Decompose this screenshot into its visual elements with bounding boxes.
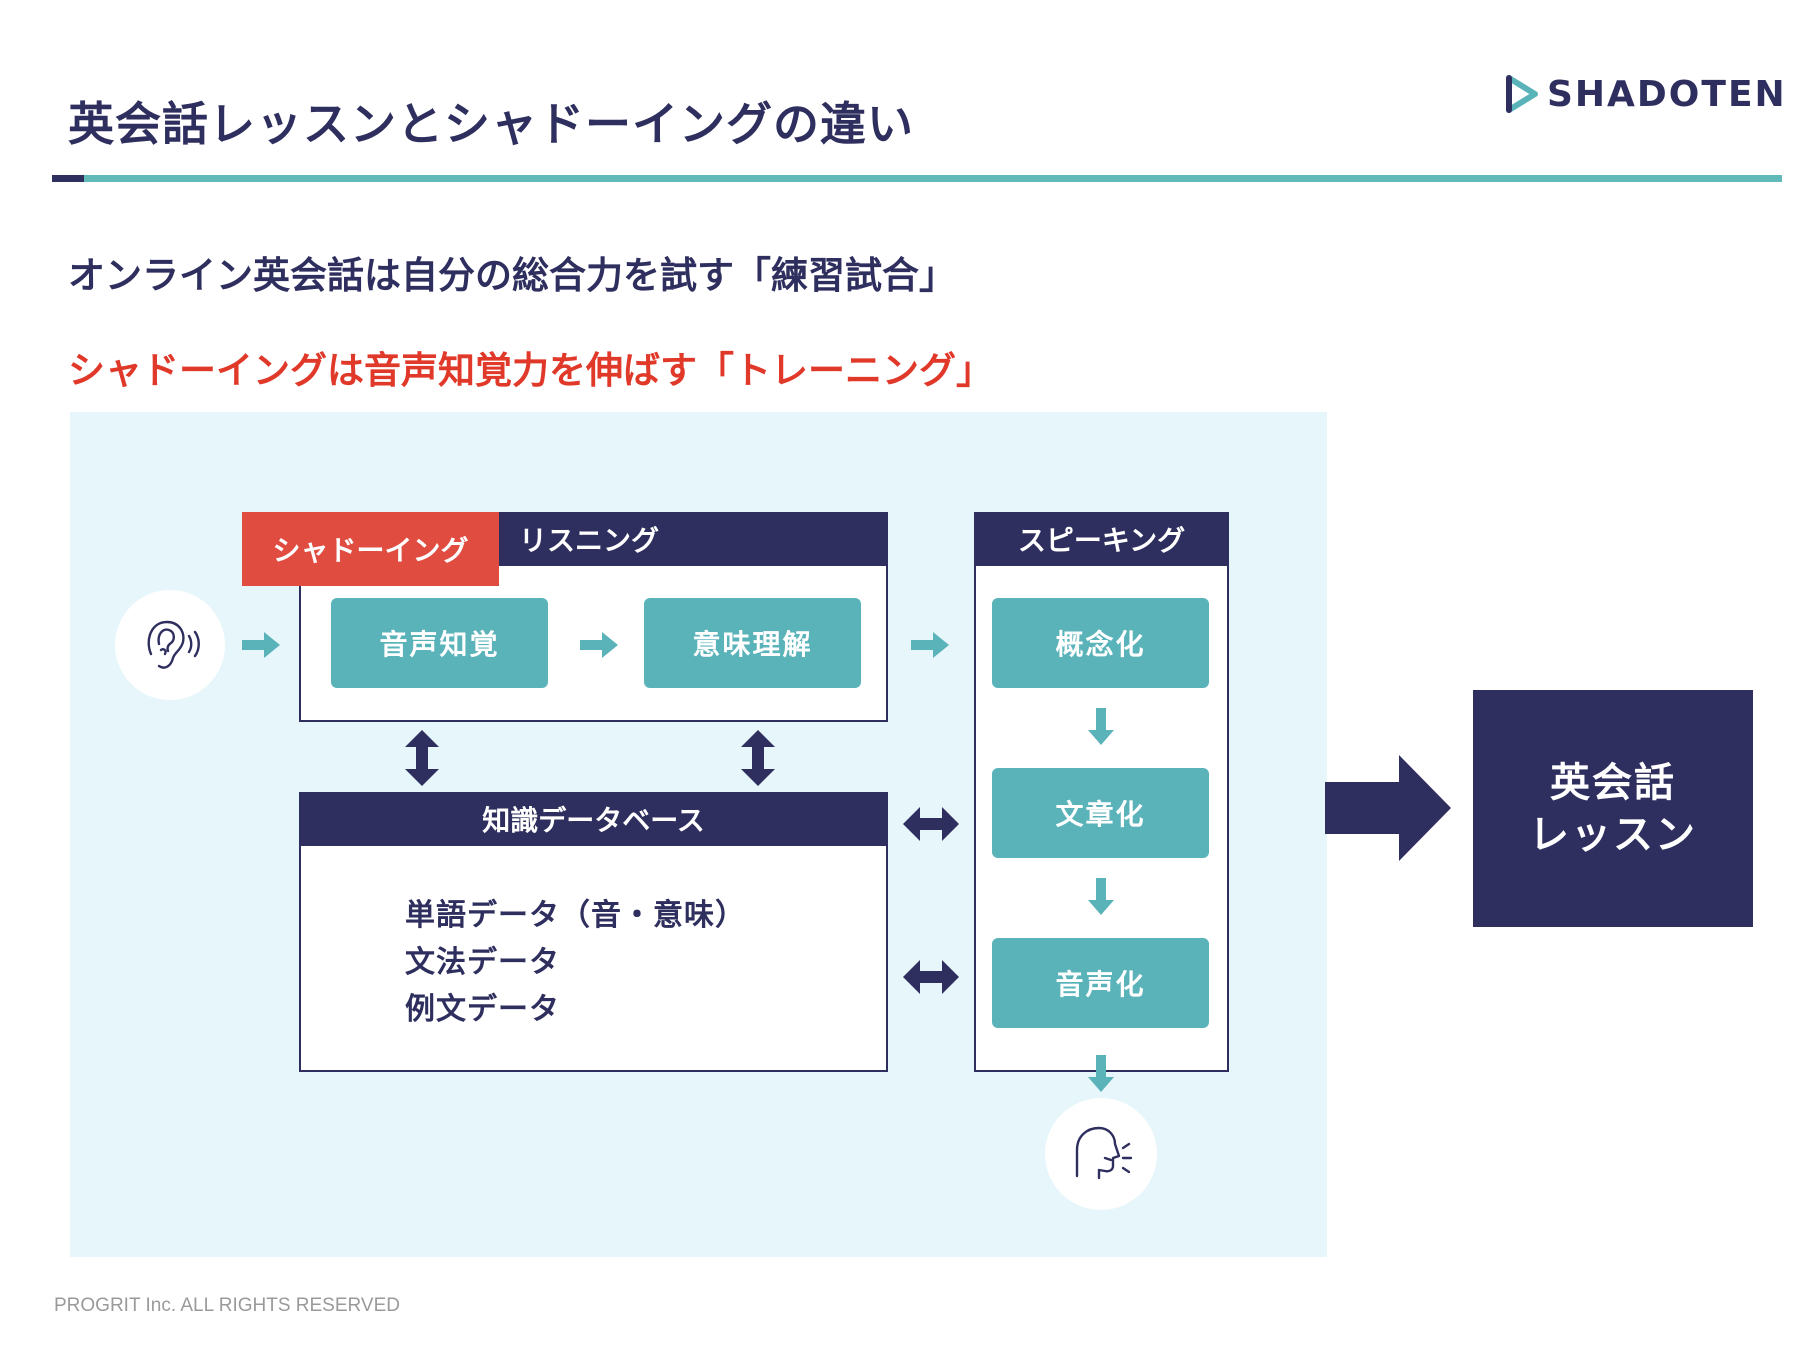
step-articulation: 音声化	[992, 938, 1209, 1028]
vertical-double-arrow-icon	[741, 730, 775, 786]
speaker-circle	[1045, 1098, 1157, 1210]
logo: SHADOTEN	[1505, 72, 1787, 116]
arrow-right-icon	[580, 632, 618, 658]
step-conceptualization: 概念化	[992, 598, 1209, 688]
subtitle-english-lesson: オンライン英会話は自分の総合力を試す「練習試合」	[68, 254, 956, 297]
step-formulation: 文章化	[992, 768, 1209, 858]
vertical-double-arrow-icon	[405, 730, 439, 786]
arrow-right-icon	[911, 632, 949, 658]
title-rule	[84, 175, 1782, 182]
arrow-down-icon	[1088, 1055, 1114, 1092]
arrow-down-icon	[1088, 708, 1114, 745]
knowledge-item-grammar: 文法データ	[405, 945, 560, 980]
knowledge-database-header: 知識データベース	[299, 792, 888, 846]
knowledge-item-examples: 例文データ	[405, 992, 560, 1027]
speaking-header: スピーキング	[974, 512, 1229, 566]
english-lesson-line2: レッスン	[1529, 811, 1697, 858]
big-arrow-right-icon	[1325, 755, 1451, 861]
speaking-head-icon	[1075, 1126, 1133, 1180]
shadowing-tag: シャドーイング	[242, 512, 499, 586]
ear-icon	[147, 620, 200, 669]
step-sound-perception: 音声知覚	[331, 598, 548, 688]
logo-text: SHADOTEN	[1547, 73, 1787, 115]
ear-circle	[115, 590, 225, 700]
knowledge-item-vocab: 単語データ（音・意味）	[405, 898, 746, 933]
english-lesson-box: 英会話 レッスン	[1473, 690, 1753, 927]
copyright: PROGRIT Inc. ALL RIGHTS RESERVED	[54, 1295, 400, 1316]
play-logo-icon	[1506, 75, 1538, 113]
arrow-right-icon	[242, 632, 280, 658]
horizontal-double-arrow-icon	[903, 960, 959, 994]
subtitle-shadowing: シャドーイングは音声知覚力を伸ばす「トレーニング」	[68, 349, 993, 392]
page-title: 英会話レッスンとシャドーイングの違い	[68, 97, 914, 151]
english-lesson-line1: 英会話	[1550, 759, 1676, 806]
horizontal-double-arrow-icon	[903, 807, 959, 841]
step-meaning-comprehension: 意味理解	[644, 598, 861, 688]
title-rule-accent	[52, 175, 84, 182]
arrow-down-icon	[1088, 878, 1114, 915]
